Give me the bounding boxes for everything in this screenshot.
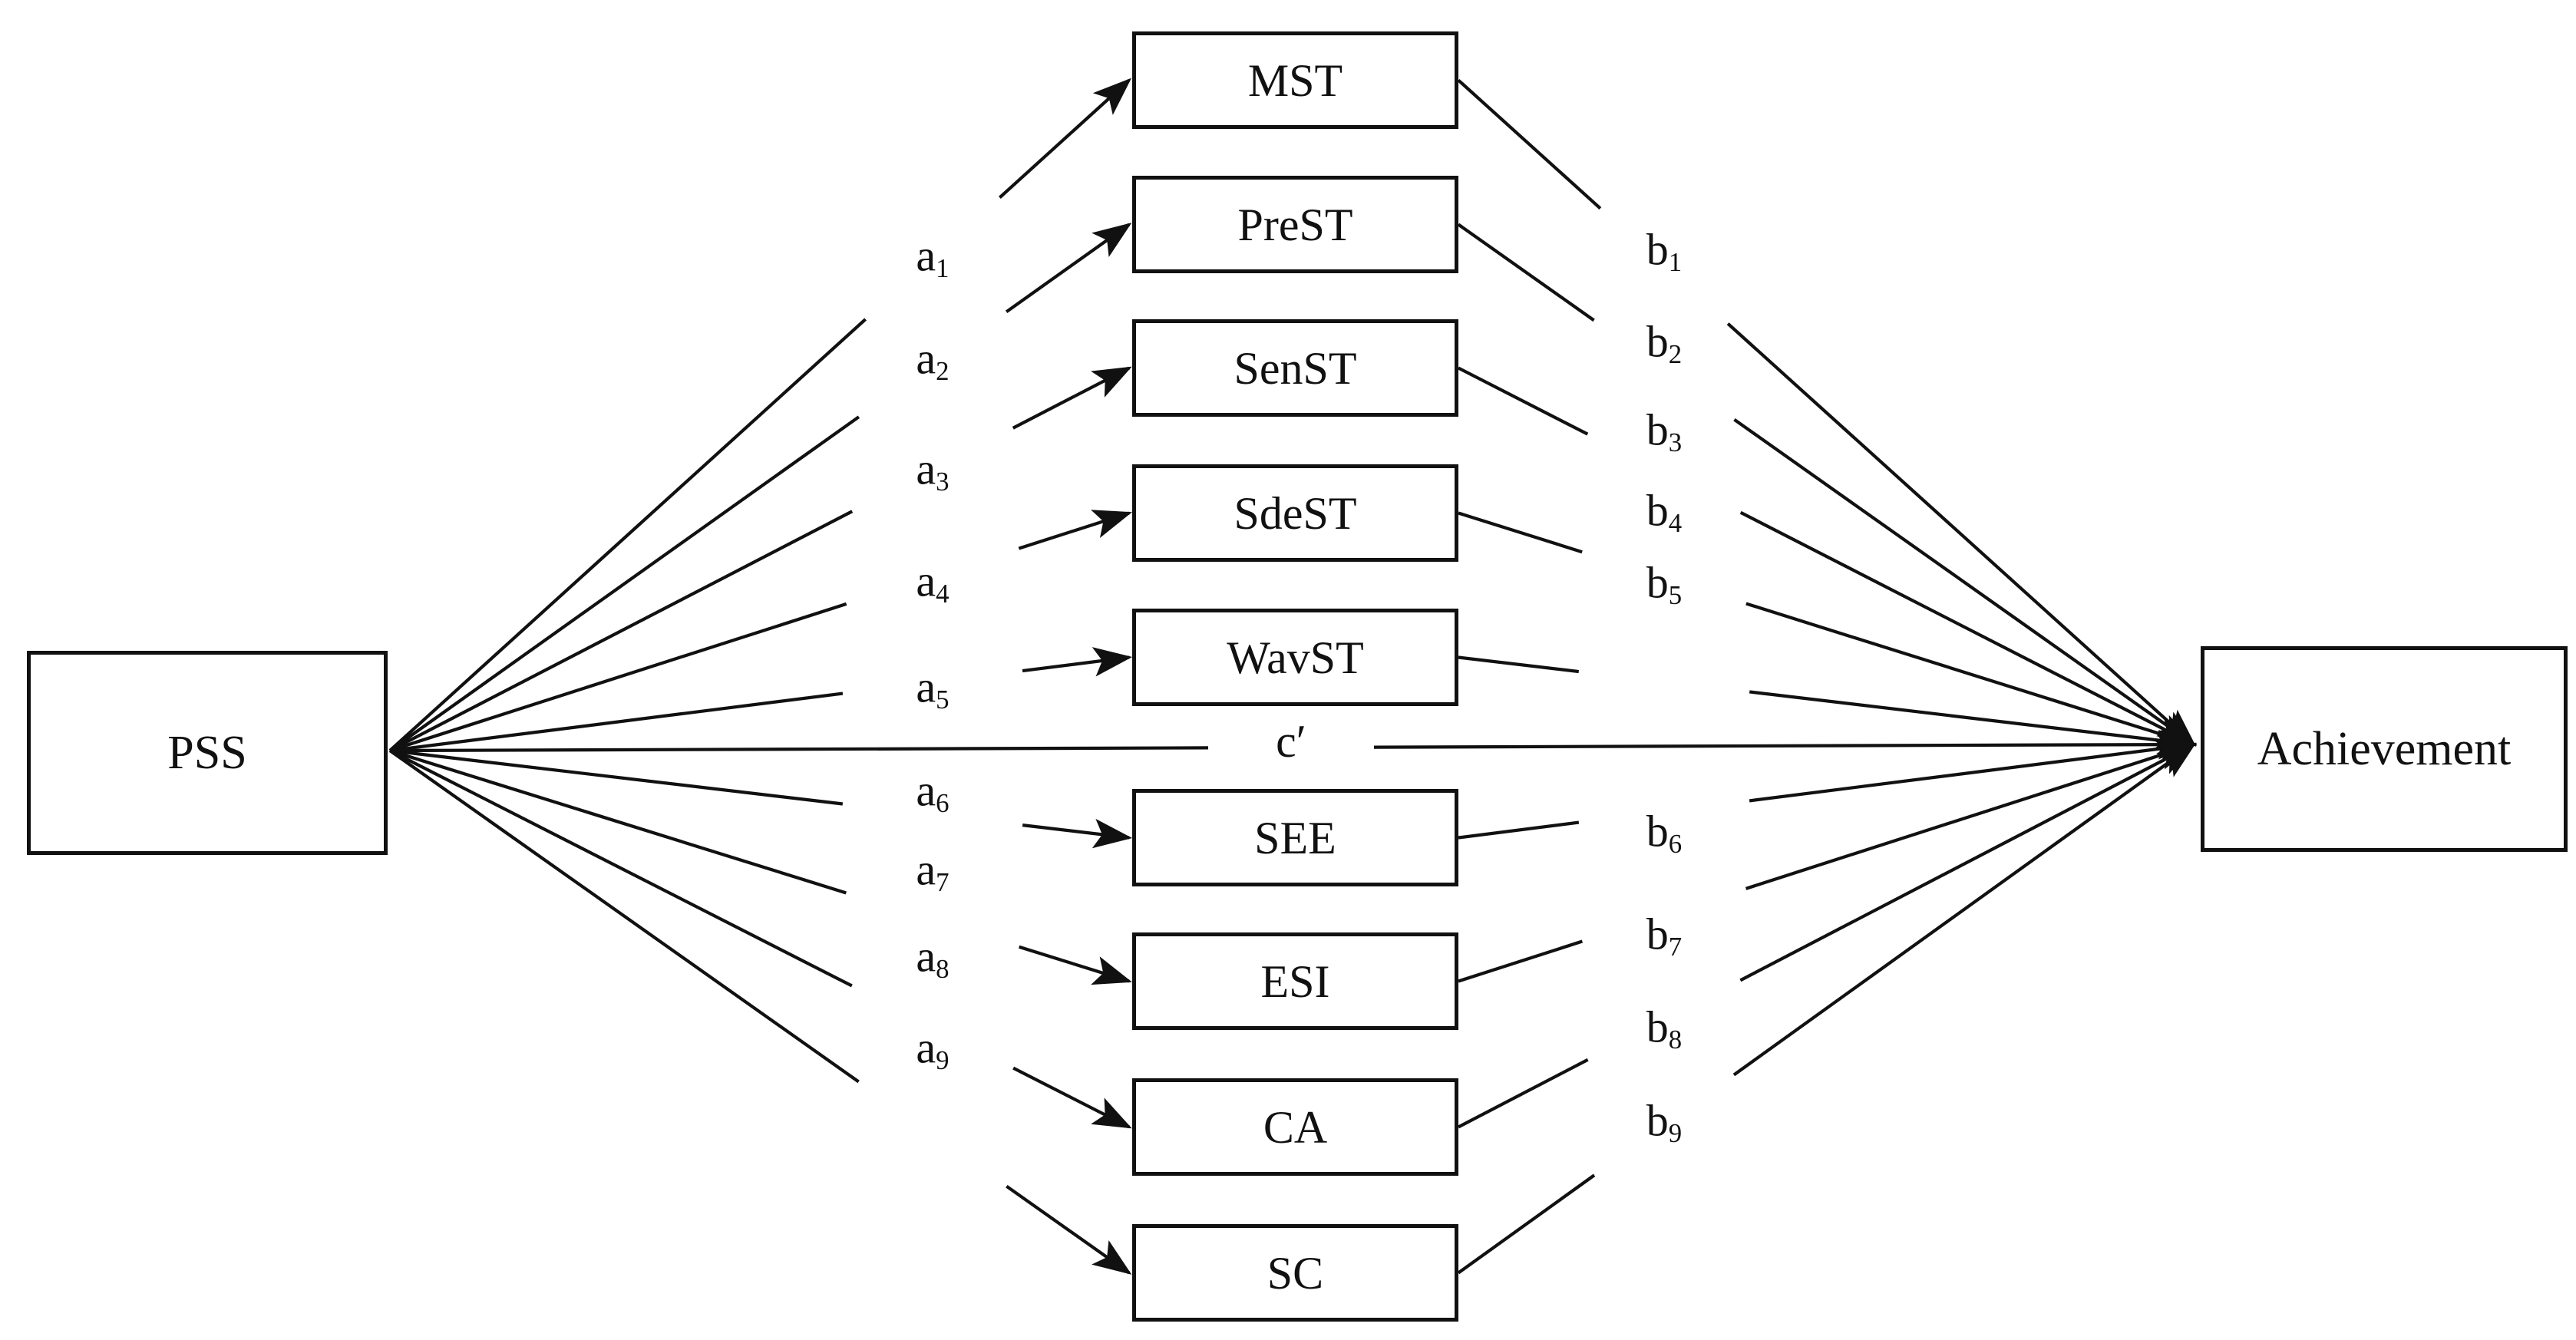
a-path-coefficient-label-3: a3: [916, 444, 949, 497]
b-path-2-tail: [1457, 223, 1595, 322]
b-path-7-head: [1745, 741, 2197, 890]
b-path-6-tail: [1458, 820, 1580, 840]
direct-path-head: [1373, 729, 2198, 760]
b-path-3-tail: [1458, 366, 1589, 436]
a-path-coefficient-label-8: a8: [916, 931, 949, 984]
a-path-7-head: [1019, 945, 1133, 985]
b-path-coefficient-label-8: b8: [1646, 1002, 1683, 1055]
a-path-4-head: [1018, 510, 1132, 550]
node-esi[interactable]: ESI: [1132, 932, 1458, 1030]
node-sc-label: SC: [1267, 1247, 1324, 1299]
node-ca[interactable]: CA: [1132, 1078, 1458, 1176]
b-path-4-head: [1745, 602, 2198, 748]
node-sdest-label: SdeST: [1234, 487, 1357, 539]
node-sdest[interactable]: SdeST: [1132, 464, 1458, 562]
b-path-coefficient-label-7: b7: [1646, 909, 1683, 962]
node-see[interactable]: SEE: [1132, 789, 1458, 886]
b-path-7-tail: [1458, 939, 1584, 983]
a-path-9-tail: [388, 749, 860, 1084]
a-path-2-tail: [388, 415, 860, 752]
direct-effect-label: c′: [1276, 716, 1306, 767]
b-path-3-head: [1739, 510, 2197, 746]
a-path-5-head: [1022, 647, 1133, 677]
a-path-3-head: [1012, 366, 1132, 430]
node-wavst[interactable]: WavST: [1132, 609, 1458, 706]
a-path-8-head: [1012, 1066, 1132, 1129]
b-path-coefficient-label-4: b4: [1646, 485, 1683, 538]
a-path-coefficient-label-2: a2: [916, 333, 949, 386]
node-prest-label: PreST: [1237, 199, 1353, 250]
b-path-coefficient-label-9: b9: [1646, 1095, 1683, 1148]
b-path-coefficient-label-2: b2: [1646, 316, 1683, 369]
b-path-8-tail: [1458, 1058, 1589, 1129]
b-path-5-head: [1749, 690, 2198, 755]
node-see-label: SEE: [1254, 812, 1336, 863]
a-path-coefficient-label-5: a5: [916, 662, 949, 715]
node-sc[interactable]: SC: [1132, 1224, 1458, 1322]
node-mst[interactable]: MST: [1132, 31, 1458, 129]
b-path-5-tail: [1458, 655, 1580, 674]
node-prest[interactable]: PreST: [1132, 176, 1458, 273]
a-path-coefficient-label-4: a4: [916, 556, 949, 609]
b-path-2-head: [1733, 418, 2197, 747]
a-path-coefficient-label-9: a9: [916, 1022, 949, 1075]
a-path-9-head: [1006, 1184, 1132, 1275]
a-path-1-head: [998, 78, 1132, 199]
b-path-6-head: [1749, 734, 2198, 803]
a-path-6-head: [1022, 818, 1133, 849]
node-esi-label: ESI: [1260, 955, 1330, 1007]
b-path-9-head: [1732, 742, 2197, 1077]
node-pss-label: PSS: [167, 727, 247, 779]
node-achievement[interactable]: Achievement: [2201, 646, 2568, 852]
b-path-coefficient-label-6: b6: [1646, 806, 1683, 859]
b-path-1-tail: [1457, 78, 1602, 210]
a-path-5-tail: [389, 691, 844, 753]
b-path-coefficient-label-5: b5: [1646, 557, 1683, 610]
b-path-1-head: [1726, 322, 2197, 747]
node-senst[interactable]: SenST: [1132, 319, 1458, 417]
b-path-8-head: [1739, 743, 2197, 982]
a-path-6-tail: [389, 748, 844, 806]
a-path-coefficient-label-7: a7: [916, 844, 949, 897]
node-pss[interactable]: PSS: [27, 651, 388, 855]
a-path-2-head: [1005, 223, 1132, 314]
node-senst-label: SenST: [1234, 342, 1357, 394]
a-path-3-tail: [389, 510, 854, 752]
direct-path-tail: [389, 746, 1209, 753]
a-path-1-tail: [388, 318, 867, 752]
a-path-8-tail: [389, 749, 853, 988]
b-path-coefficient-label-3: b3: [1646, 404, 1683, 457]
b-path-9-tail: [1457, 1173, 1596, 1275]
b-path-4-tail: [1458, 511, 1583, 554]
node-mst-label: MST: [1247, 54, 1343, 106]
node-wavst-label: WavST: [1227, 632, 1364, 683]
a-path-7-tail: [389, 748, 847, 895]
a-path-4-tail: [389, 602, 847, 752]
a-path-coefficient-label-1: a1: [916, 230, 949, 283]
node-achievement-label: Achievement: [2257, 723, 2512, 775]
a-path-coefficient-label-6: a6: [916, 765, 949, 818]
b-path-coefficient-label-1: b1: [1646, 224, 1683, 277]
node-ca-label: CA: [1263, 1101, 1328, 1153]
